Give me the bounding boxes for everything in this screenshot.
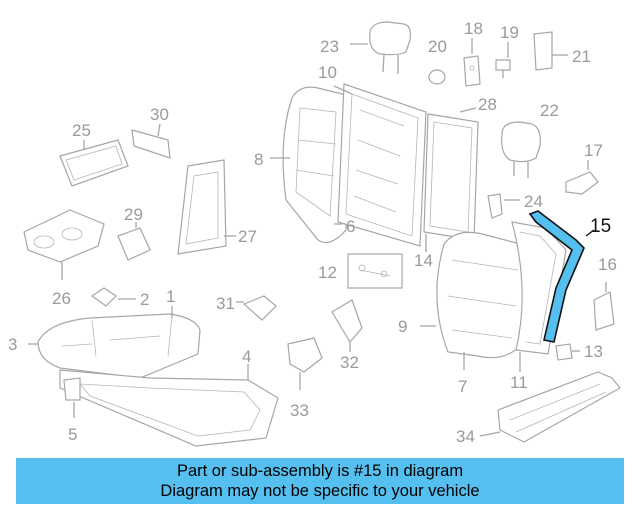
part-22-headrest	[501, 121, 541, 178]
label-24: 24	[524, 192, 543, 211]
part-27-frame	[177, 159, 236, 255]
label-6: 6	[346, 217, 355, 236]
parts-diagram: 23 10 8 6 28 18 19 20 21 22 17 24 14 25 …	[8, 19, 621, 447]
part-4-cushion-frame	[59, 364, 279, 447]
part-24-bushing	[487, 193, 520, 219]
label-25: 25	[72, 121, 91, 140]
part-2-hook	[90, 287, 136, 307]
label-21: 21	[572, 47, 591, 66]
part-30-cover	[131, 123, 171, 159]
label-8: 8	[254, 150, 263, 169]
label-29: 29	[124, 205, 143, 224]
part-29-pad	[117, 222, 151, 261]
part-5-clip	[63, 377, 81, 418]
part-34-bag	[479, 371, 621, 443]
label-30: 30	[150, 105, 169, 124]
part-33-mount	[287, 337, 323, 390]
label-18: 18	[464, 19, 483, 38]
label-22: 22	[540, 101, 559, 120]
part-upper-seatback-assembly	[270, 83, 427, 247]
label-12: 12	[318, 263, 337, 282]
label-33: 33	[290, 401, 309, 420]
label-7: 7	[458, 377, 467, 396]
part-28-panel	[423, 107, 479, 241]
part-32-bracket	[331, 299, 363, 352]
label-31: 31	[216, 294, 235, 313]
label-32: 32	[340, 353, 359, 372]
info-banner: Part or sub-assembly is #15 in diagram D…	[16, 458, 624, 504]
label-5: 5	[68, 425, 77, 444]
label-17: 17	[584, 141, 603, 160]
part-1-seat-cushion	[28, 306, 201, 379]
part-17-trim	[565, 160, 599, 195]
label-28: 28	[478, 95, 497, 114]
part-20-clip	[428, 69, 446, 85]
part-number-labels: 23 10 8 6 28 18 19 20 21 22 17 24 14 25 …	[8, 19, 617, 446]
part-9-seatback	[420, 231, 530, 370]
label-4: 4	[242, 347, 251, 366]
label-34: 34	[456, 427, 475, 446]
label-2: 2	[140, 290, 149, 309]
label-3: 3	[8, 335, 17, 354]
part-21-latch	[533, 31, 568, 71]
label-11: 11	[510, 373, 528, 392]
banner-line-2: Diagram may not be specific to your vehi…	[160, 482, 480, 500]
part-16-bracket	[593, 282, 615, 331]
label-14: 14	[414, 251, 433, 270]
label-13: 13	[584, 342, 603, 361]
label-10: 10	[318, 63, 337, 82]
label-23: 23	[320, 37, 339, 56]
part-23-headrest	[350, 21, 411, 74]
part-19-bolt	[495, 42, 511, 78]
label-27: 27	[238, 227, 257, 246]
label-16: 16	[598, 255, 617, 274]
label-20: 20	[428, 37, 447, 56]
label-9: 9	[398, 317, 407, 336]
part-15-trim-strip	[528, 210, 595, 343]
label-26: 26	[52, 289, 71, 308]
part-12-bolt-set	[347, 253, 403, 289]
part-13-clip	[555, 343, 580, 361]
label-15: 15	[590, 216, 611, 237]
part-18-bracket	[463, 38, 481, 87]
label-19: 19	[500, 23, 519, 42]
part-25-armrest	[59, 139, 129, 187]
label-1: 1	[166, 287, 175, 306]
part-26-cupholder	[23, 209, 105, 280]
banner-line-1: Part or sub-assembly is #15 in diagram	[176, 462, 464, 480]
part-31-trim	[236, 295, 277, 321]
